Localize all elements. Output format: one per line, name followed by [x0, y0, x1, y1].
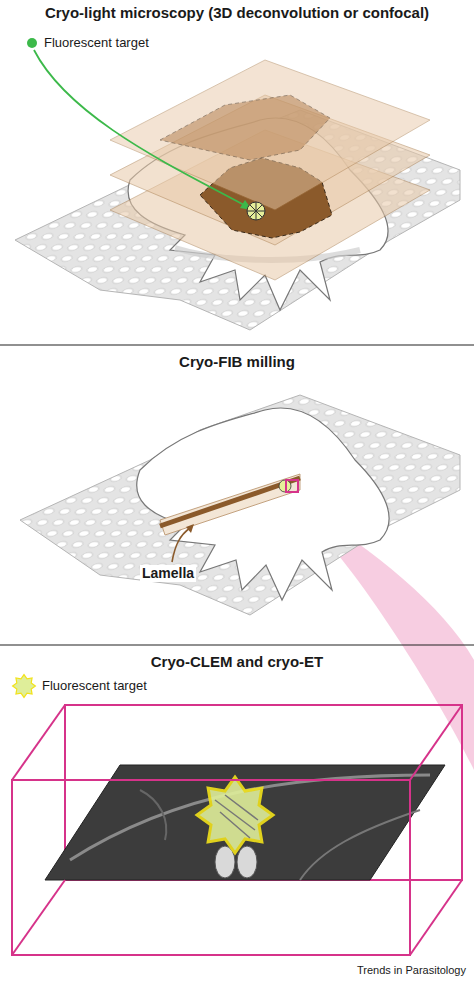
callout-label: Fluorescent target: [40, 678, 149, 694]
optical-sections: [110, 60, 430, 280]
panel-title: Cryo-CLEM and cryo-ET: [149, 653, 326, 671]
panel-title: Cryo-light microscopy (3D deconvolution …: [43, 4, 431, 22]
panel-title: Cryo-FIB milling: [177, 353, 297, 371]
tomogram-box: [12, 705, 462, 955]
panel-separator: [0, 344, 474, 345]
callout-label: Lamella: [140, 565, 196, 582]
callout-label: Fluorescent target: [42, 35, 151, 51]
grid: [20, 395, 460, 615]
target-marker: [27, 38, 265, 220]
journal-watermark: Trends in Parasitology: [355, 964, 468, 977]
target-icon: [13, 675, 36, 698]
lamella: [160, 478, 300, 562]
panel-separator: [0, 644, 474, 645]
cell: [137, 408, 389, 600]
